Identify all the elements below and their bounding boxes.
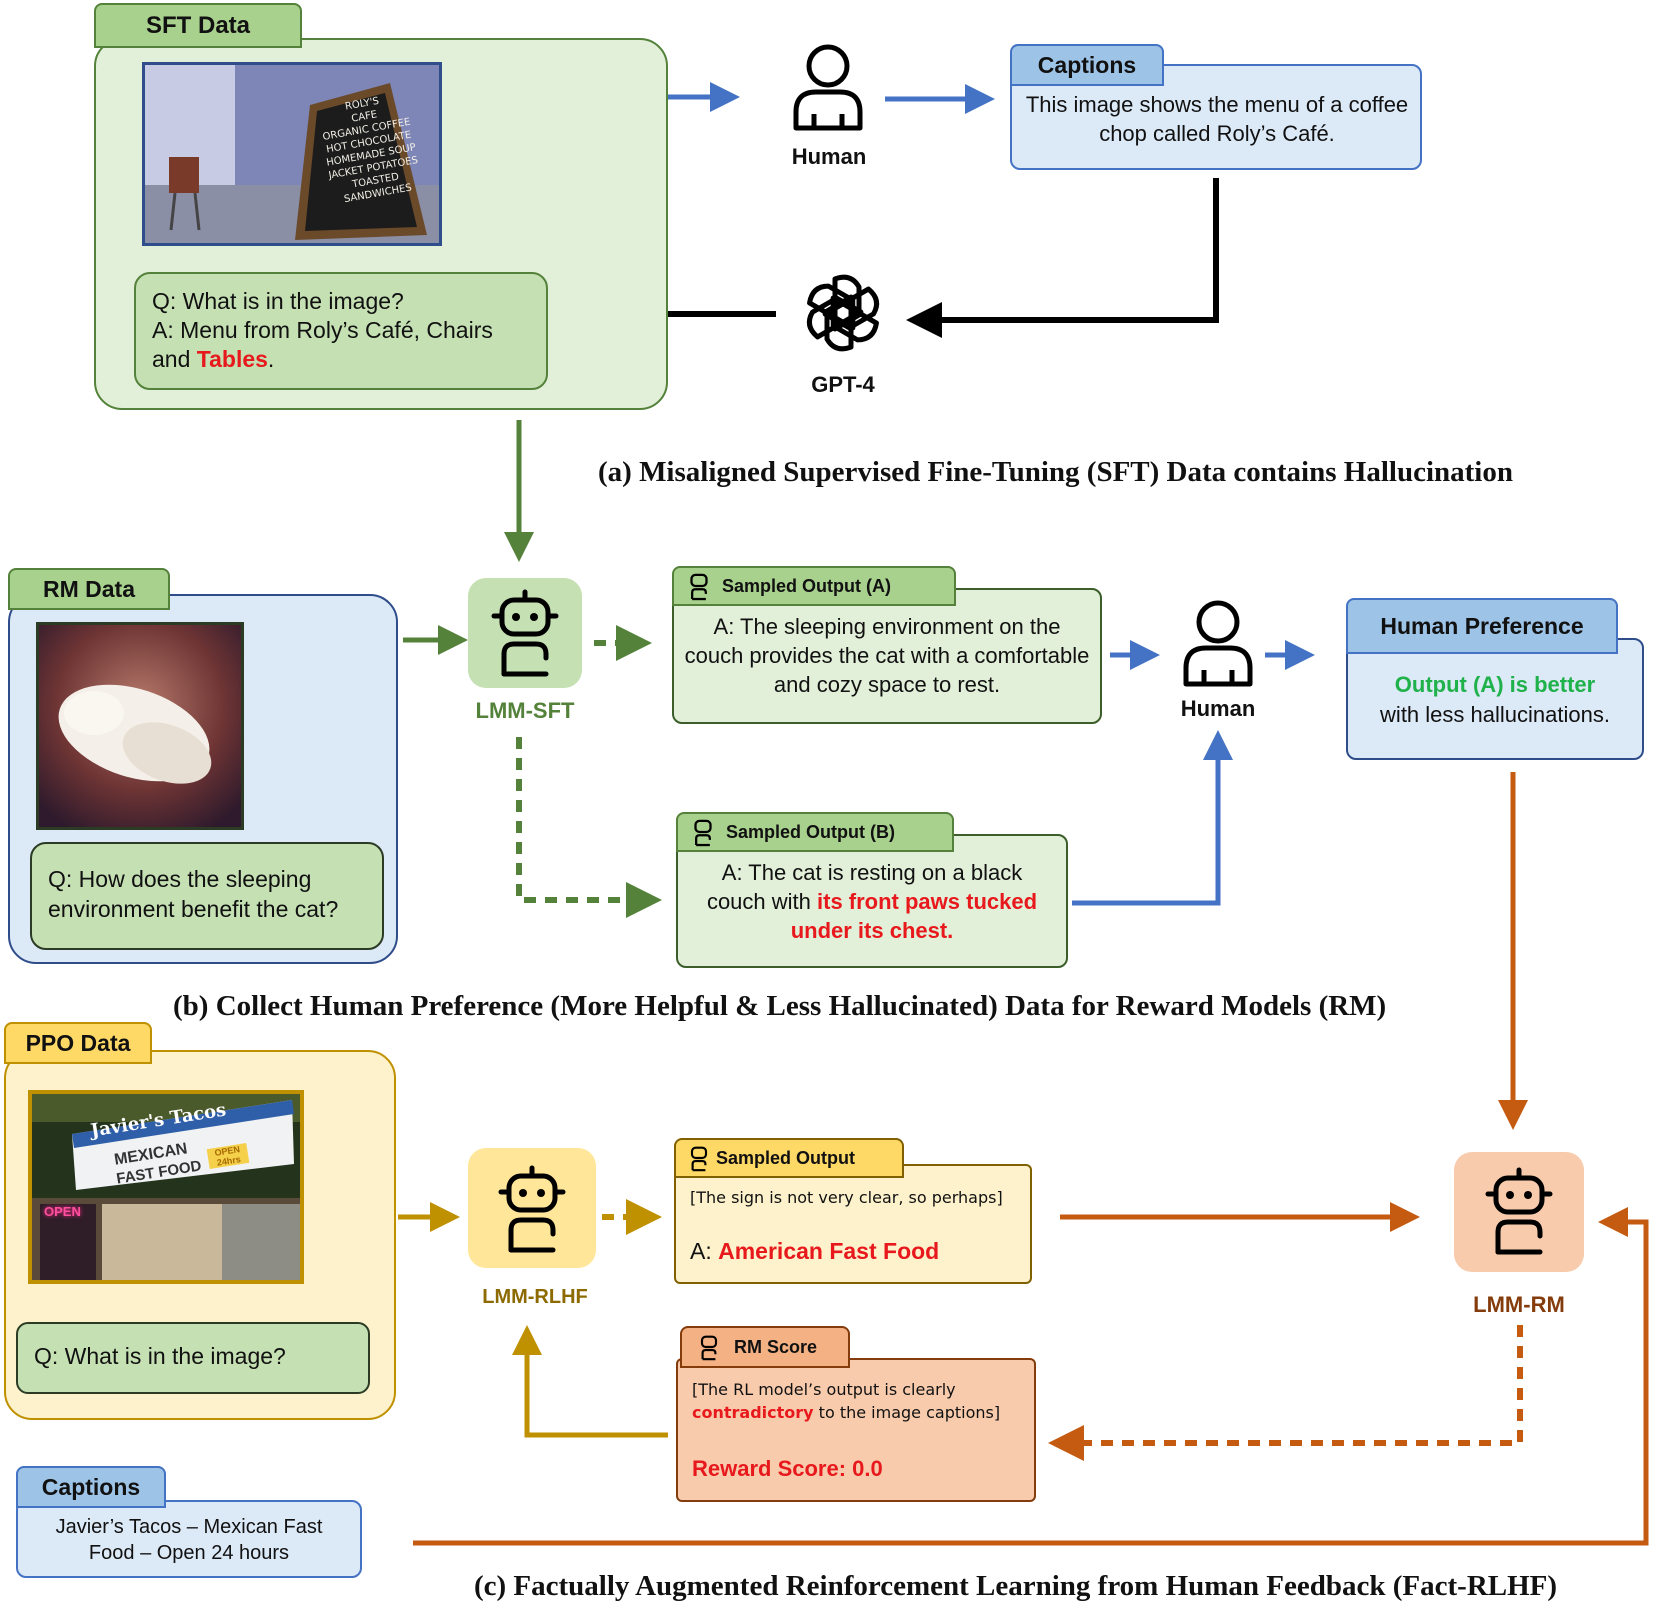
rm-score-note: [The RL model’s output is clearly contra… xyxy=(692,1378,1022,1424)
preference-reason: with less hallucinations. xyxy=(1380,702,1610,727)
ppo-question: Q: What is in the image? xyxy=(34,1343,286,1369)
sft-answer-line-2: and Tables. xyxy=(152,346,275,372)
rm-score-box xyxy=(676,1358,1036,1502)
contradictory-word: contradictory xyxy=(692,1403,814,1422)
human-icon xyxy=(793,44,863,131)
hallucinated-paws: its front paws tucked under its chest. xyxy=(790,889,1038,943)
captions-text-a: This image shows the menu of a coffee ch… xyxy=(1025,92,1409,146)
sampled-output-a-tab: Sampled Output (A) xyxy=(672,566,956,606)
sampled-output-c-tab: Sampled Output xyxy=(674,1138,904,1178)
reward-score-value: Reward Score: 0.0 xyxy=(692,1456,883,1481)
human-preference-title: Human Preference xyxy=(1380,612,1584,639)
rm-score-tab: RM Score xyxy=(680,1326,850,1368)
human-icon xyxy=(1183,600,1253,687)
lmm-rlhf-label: LMM-RLHF xyxy=(482,1286,588,1308)
ppo-data-title: PPO Data xyxy=(25,1029,131,1056)
human-preference-tab: Human Preference xyxy=(1346,598,1618,654)
sft-data-title: SFT Data xyxy=(145,11,250,39)
captions-title-a: Captions xyxy=(1037,51,1137,78)
rm-data-title: RM Data xyxy=(42,575,135,602)
rm-score-note-line1: [The RL model’s output is clearly xyxy=(692,1380,956,1399)
lmm-rm-label: LMM-RM xyxy=(1473,1292,1565,1317)
arrow-score-to-lmm-rlhf xyxy=(512,1325,668,1438)
gpt4-label: GPT-4 xyxy=(811,372,875,397)
sampled-output-c-note: [The sign is not very clear, so perhaps] xyxy=(690,1188,1003,1207)
human-label-a: Human xyxy=(791,144,867,169)
arrow-captions-to-gpt4 xyxy=(906,178,1219,338)
openai-logo-icon xyxy=(806,274,880,352)
human-preference-box xyxy=(1346,638,1644,760)
ppo-question-box: Q: What is in the image? xyxy=(16,1322,370,1394)
caption-c: (c) Factually Augmented Reinforcement Le… xyxy=(474,1570,1558,1602)
sampled-output-b-box xyxy=(676,834,1068,968)
sft-answer-line: A: Menu from Roly’s Café, Chairs xyxy=(152,317,493,343)
robot-icon-small xyxy=(694,819,712,847)
hallucinated-tables: Tables xyxy=(196,346,268,372)
sampled-output-a-text: A: The sleeping environment on the couch… xyxy=(684,614,1090,697)
preference-verdict: Output (A) is better xyxy=(1394,672,1596,697)
ppo-data-tab: PPO Data xyxy=(4,1022,152,1064)
captions-tab-c: Captions xyxy=(16,1466,166,1508)
human-preference-text: Output (A) is better with less hallucina… xyxy=(1350,670,1640,730)
rm-score-title: RM Score xyxy=(734,1336,818,1357)
caption-b: (b) Collect Human Preference (More Helpf… xyxy=(173,990,1387,1022)
arrow-lmm-sft-to-output-b xyxy=(516,737,662,918)
captions-box-a xyxy=(1010,64,1422,170)
rm-question: Q: How does the sleeping environment ben… xyxy=(48,866,339,922)
sampled-output-a-title: Sampled Output (A) xyxy=(722,575,891,596)
sampled-output-b-title: Sampled Output (B) xyxy=(726,821,895,842)
arrow-output-b-to-human xyxy=(1072,730,1233,906)
tacos-photo-illustration xyxy=(32,1094,300,1280)
captions-text-c: Javier’s Tacos – Mexican Fast Food – Ope… xyxy=(55,1516,323,1564)
captions-tab-a: Captions xyxy=(1010,44,1164,86)
sampled-output-a-box xyxy=(672,588,1102,724)
ppo-image: Javier's Tacos MEXICAN FAST FOOD OPEN 24… xyxy=(28,1090,304,1284)
rm-score-note-line2: contradictory to the image captions] xyxy=(692,1403,1001,1422)
captions-box-c xyxy=(16,1500,362,1578)
robot-icon-small xyxy=(690,573,708,601)
captions-title-c: Captions xyxy=(41,1473,141,1500)
open-neon-sign: OPEN xyxy=(44,1204,81,1219)
rm-question-box: Q: How does the sleeping environment ben… xyxy=(30,842,384,950)
sampled-output-b-text: A: The cat is resting on a black couch w… xyxy=(706,860,1038,943)
cat-photo-illustration xyxy=(39,625,241,827)
robot-icon-small xyxy=(690,1146,708,1172)
rm-image xyxy=(36,622,244,830)
arrow-lmm-rm-to-score xyxy=(1048,1325,1523,1461)
arrow-captions-to-lmm-rm xyxy=(413,1207,1649,1546)
caption-a: (a) Misaligned Supervised Fine-Tuning (S… xyxy=(598,456,1513,488)
sampled-output-c-title: Sampled Output xyxy=(716,1147,855,1168)
sampled-output-b-tab: Sampled Output (B) xyxy=(676,812,954,852)
robot-icon xyxy=(491,589,559,677)
lmm-sft-label: LMM-SFT xyxy=(475,698,575,723)
human-label-b: Human xyxy=(1180,696,1256,721)
sft-qa-box: Q: What is in the image? A: Menu from Ro… xyxy=(134,272,548,390)
robot-icon-small xyxy=(700,1335,718,1361)
robot-icon xyxy=(1485,1167,1553,1255)
sft-image: ROLY'S CAFE ORGANIC COFFEE HOT CHOCOLATE… xyxy=(142,62,442,246)
robot-icon xyxy=(498,1165,566,1253)
hallucinated-answer: American Fast Food xyxy=(718,1238,940,1264)
rm-data-tab: RM Data xyxy=(8,568,170,610)
sft-data-tab: SFT Data xyxy=(94,3,302,48)
sampled-output-c-box xyxy=(674,1164,1032,1284)
sampled-output-c-answer: A: American Fast Food xyxy=(690,1238,940,1264)
cafe-photo-illustration xyxy=(145,65,439,243)
cafe-sign-text: ROLY'S CAFE ORGANIC COFFEE HOT CHOCOLATE… xyxy=(309,89,431,210)
sft-question: Q: What is in the image? xyxy=(152,288,404,314)
